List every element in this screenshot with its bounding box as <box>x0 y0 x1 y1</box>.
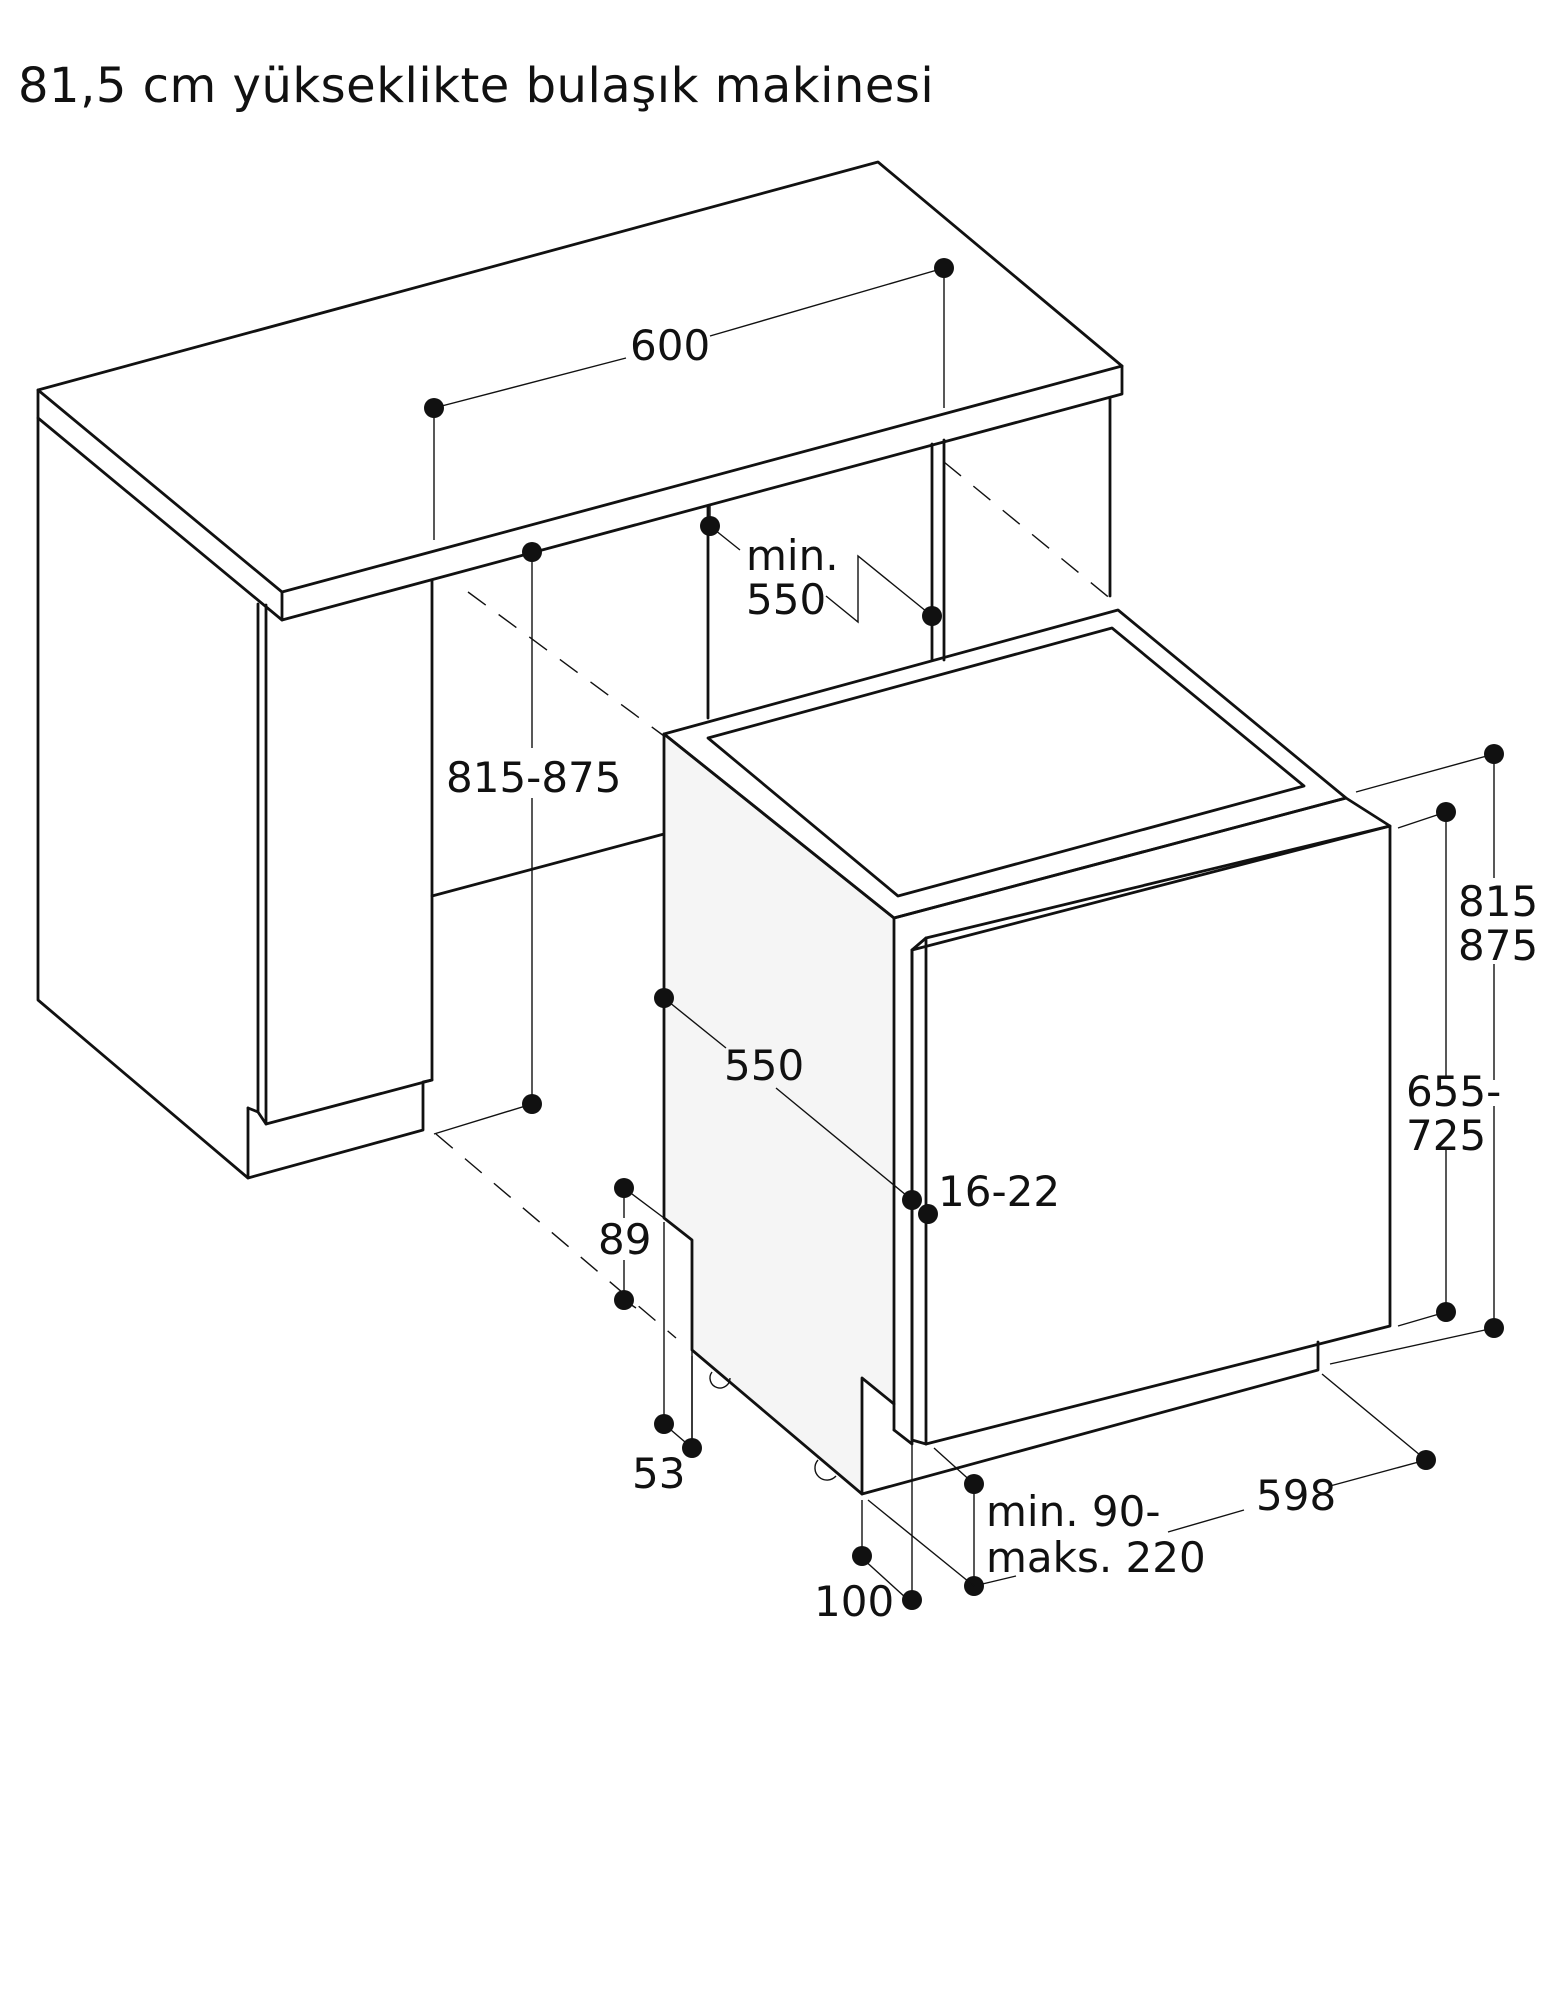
dishwasher-plinth <box>860 1340 1320 1496</box>
dim-100-right-dot <box>902 1590 922 1610</box>
niche-back-panel <box>430 832 666 898</box>
label-plinth-89: 89 <box>598 1215 651 1264</box>
dim-600-end-dot <box>934 258 954 278</box>
dimension-lines <box>424 258 1504 1610</box>
left-cabinet-front <box>256 602 268 1126</box>
dim-550-end-dot <box>902 1190 922 1210</box>
label-height-815-line2: 875 <box>1458 921 1538 970</box>
niche-dashed-line-lower <box>435 1133 677 1339</box>
dim-plinth-top-dot <box>964 1474 984 1494</box>
label-width-600: 600 <box>630 321 710 370</box>
dishwasher-side-panel <box>662 732 896 1496</box>
dim-min550-end-dot <box>922 606 942 626</box>
label-height-655-line1: 655- <box>1406 1067 1501 1116</box>
label-depth-550: 550 <box>724 1041 804 1090</box>
dim-niche-height-bottom-dot <box>522 1094 542 1114</box>
label-door-gap: 16-22 <box>938 1167 1060 1216</box>
dim-niche-height-top-dot <box>522 542 542 562</box>
dishwasher-foot-rear <box>709 1371 731 1389</box>
left-cabinet-bottom-rail <box>264 1078 434 1126</box>
dim-89-top-dot <box>614 1178 634 1198</box>
label-depth-100: 100 <box>814 1577 894 1626</box>
dim-89-bottom-dot <box>614 1290 634 1310</box>
niche-dashed-line-upper <box>467 591 665 737</box>
dim-655-top-dot <box>1436 802 1456 822</box>
dim-53-left-dot <box>654 1414 674 1434</box>
dishwasher-top-inner <box>706 626 1306 898</box>
dim-door-gap-dot <box>918 1204 938 1224</box>
countertop-front-edge <box>280 364 1124 622</box>
countertop-top <box>36 160 1124 594</box>
dim-600-start-dot <box>424 398 444 418</box>
dim-815-top-dot <box>1484 744 1504 764</box>
page-title: 81,5 cm yükseklikte bulaşık makinesi <box>18 58 935 114</box>
right-cabinet-post <box>930 438 946 662</box>
dishwasher-door-frame <box>892 796 1392 1446</box>
label-min-550-line1: min. <box>746 531 839 580</box>
dishwasher-door-rim <box>910 948 928 1446</box>
left-cabinet-plinth <box>246 1106 260 1114</box>
countertop-left-edge <box>36 388 284 622</box>
label-height-655-line2: 725 <box>1406 1111 1486 1160</box>
label-width-598: 598 <box>1256 1471 1336 1520</box>
dim-550-start-dot <box>654 988 674 1008</box>
label-height-815-line1: 815 <box>1458 877 1538 926</box>
left-cabinet-side <box>36 416 250 1180</box>
dimension-labels: 600 min. 550 815-875 550 16-22 815 875 6… <box>446 321 1538 1626</box>
label-plinth-range-line1: min. 90- <box>986 1487 1161 1536</box>
dim-53-right-dot <box>682 1438 702 1458</box>
dishwasher-door-front <box>924 824 1392 1446</box>
label-foot-53: 53 <box>632 1449 685 1498</box>
dishwasher-foot-front <box>814 1459 837 1481</box>
niche-dashed-line-right <box>943 461 1113 601</box>
dim-min550-start-dot <box>700 516 720 536</box>
dim-100-left-dot <box>852 1546 872 1566</box>
label-niche-height: 815-875 <box>446 753 622 802</box>
dishwasher <box>662 608 1392 1496</box>
kitchen-cabinet <box>36 160 1124 1339</box>
dim-655-bottom-dot <box>1436 1302 1456 1322</box>
dim-598-end-dot <box>1416 1450 1436 1470</box>
dim-815-bottom-dot <box>1484 1318 1504 1338</box>
label-min-550-line2: 550 <box>746 575 826 624</box>
label-plinth-range-line2: maks. 220 <box>986 1533 1206 1582</box>
